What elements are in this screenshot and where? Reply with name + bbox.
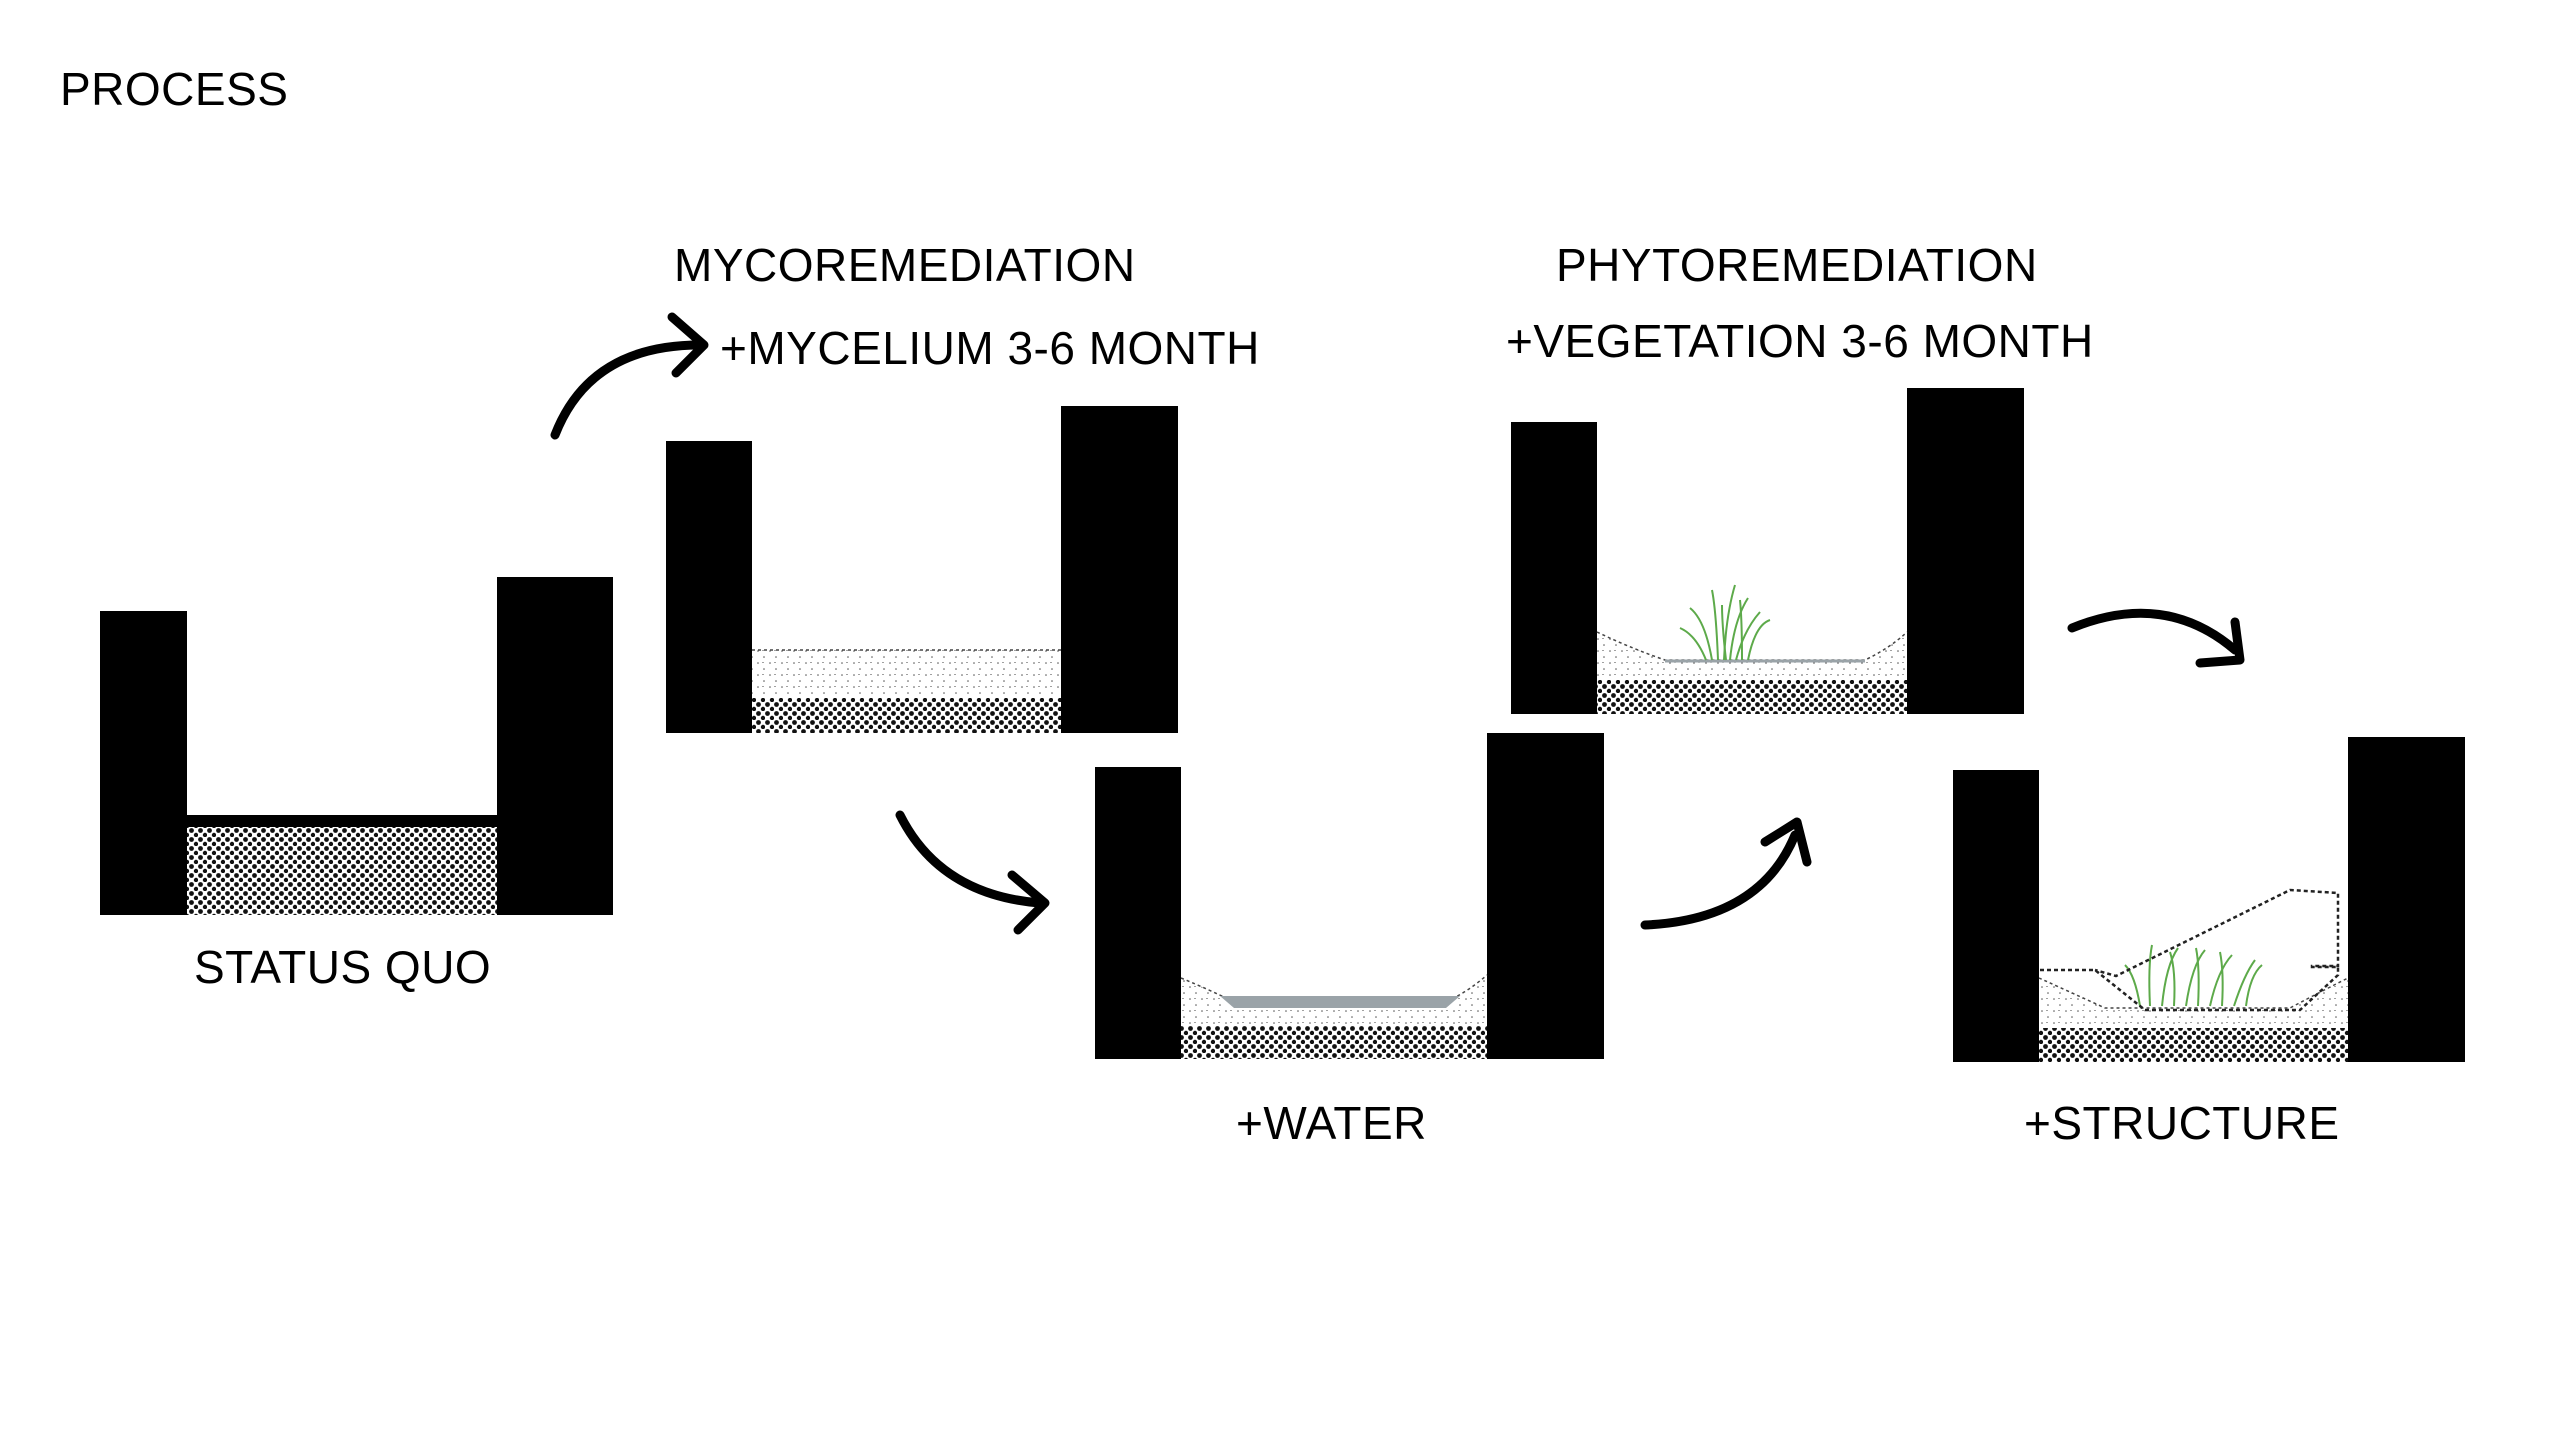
structure-section (1953, 737, 2465, 1062)
soil-layer (1181, 1026, 1487, 1059)
status-quo-label: STATUS QUO (194, 941, 492, 993)
phytoremediation-subtitle: +VEGETATION 3-6 MONTH (1506, 315, 2094, 367)
contaminated-soil (187, 827, 497, 915)
arrows (550, 312, 2245, 935)
left-wall (100, 611, 187, 915)
structure-outline (2040, 888, 2340, 1012)
left-wall (666, 441, 752, 733)
mycoremediation-section (666, 406, 1178, 733)
embankment (1597, 632, 1907, 680)
arrow-icon (2067, 608, 2245, 668)
surface-layer (187, 815, 497, 827)
water-section (1095, 733, 1604, 1059)
soil-layer (1597, 680, 1907, 714)
right-wall (2348, 737, 2465, 1062)
mycoremediation-subtitle: +MYCELIUM 3-6 MONTH (720, 322, 1260, 374)
structure-label: +STRUCTURE (2024, 1097, 2340, 1149)
left-wall (1095, 767, 1181, 1059)
phytoremediation-title: PHYTOREMEDIATION (1556, 239, 2038, 291)
left-wall (1953, 770, 2039, 1062)
water-surface (1220, 996, 1460, 1008)
soil-layer (752, 698, 1061, 733)
arrow-icon (1640, 817, 1812, 930)
water-label: +WATER (1236, 1097, 1427, 1149)
right-wall (497, 577, 613, 915)
embankment (2039, 978, 2348, 1028)
left-wall (1511, 422, 1597, 714)
right-wall (1907, 388, 2024, 714)
grass-icon (1679, 584, 1771, 661)
status-quo-section (100, 577, 613, 915)
mycoremediation-title: MYCOREMEDIATION (674, 239, 1136, 291)
arrow-icon (550, 312, 709, 440)
grass-icon (2124, 944, 2263, 1007)
soil-layer (2039, 1028, 2348, 1062)
right-wall (1487, 733, 1604, 1059)
mycelium-layer (752, 650, 1061, 698)
right-wall (1061, 406, 1178, 733)
page-title: PROCESS (60, 63, 289, 115)
arrow-icon (895, 810, 1050, 935)
phytoremediation-section (1511, 388, 2024, 714)
